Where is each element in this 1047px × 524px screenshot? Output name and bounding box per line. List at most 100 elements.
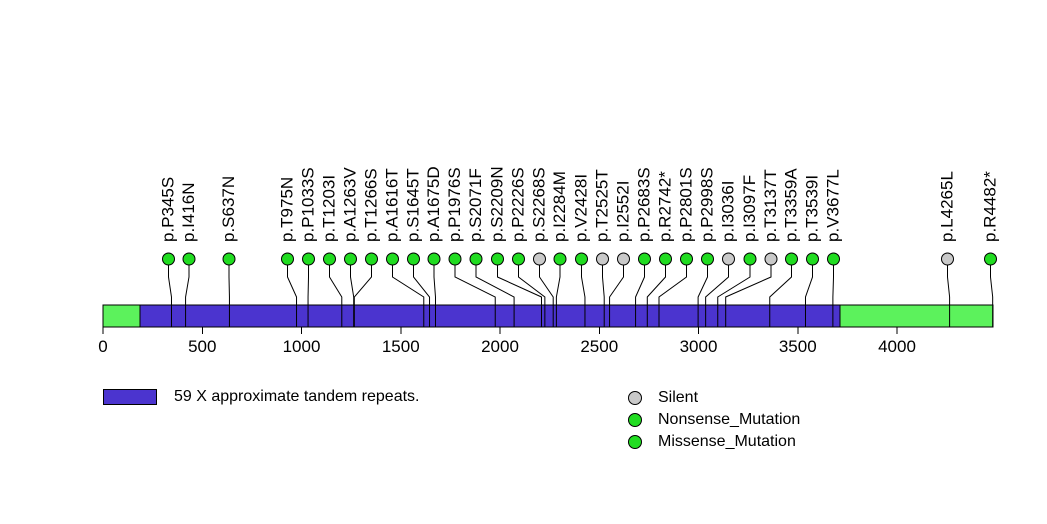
axis-tick-label: 1500 bbox=[382, 337, 420, 356]
mutation-stem bbox=[602, 265, 605, 327]
mutation-stem bbox=[353, 265, 372, 327]
mutation-circle bbox=[182, 252, 196, 266]
mutation-circle bbox=[302, 252, 315, 266]
axis-tick-label: 3000 bbox=[680, 337, 718, 356]
mutation-label: p.P2683S bbox=[635, 167, 654, 242]
mutation-type-legend: Silent Nonsense_Mutation Missense_Mutati… bbox=[628, 387, 800, 453]
mutation-stem bbox=[350, 265, 355, 327]
mutation-circle bbox=[680, 252, 693, 266]
mutation-circle bbox=[407, 252, 420, 266]
mutation-label: p.P2801S bbox=[677, 167, 696, 242]
mutation-label: p.S2209N bbox=[488, 166, 507, 242]
silent-dot-icon bbox=[628, 391, 642, 405]
mutation-circle bbox=[638, 252, 651, 266]
mutation-circle bbox=[448, 252, 462, 266]
mutation-circle bbox=[386, 252, 399, 266]
mutation-label: p.P345S bbox=[159, 177, 178, 242]
mutation-stem bbox=[990, 265, 994, 327]
mutation-label: p.T3539I bbox=[803, 175, 822, 242]
mutation-stem bbox=[725, 265, 772, 327]
mutation-circle bbox=[162, 252, 175, 266]
mutation-circle bbox=[617, 252, 630, 266]
mutation-label: p.T975N bbox=[278, 177, 297, 242]
missense-mutation-dot-icon bbox=[628, 435, 642, 449]
mutation-stem bbox=[392, 265, 425, 327]
mutation-stem bbox=[454, 265, 496, 327]
mutation-circle bbox=[323, 252, 336, 266]
mutation-label: p.A1616T bbox=[383, 168, 402, 242]
mutation-label: p.A1263V bbox=[341, 167, 360, 242]
mutation-label: p.T3137T bbox=[761, 169, 780, 242]
axis-tick-label: 0 bbox=[98, 337, 107, 356]
mutation-circle bbox=[941, 252, 954, 266]
mutation-circle bbox=[701, 252, 714, 266]
mutation-stem bbox=[433, 265, 436, 327]
mutation-circle bbox=[722, 252, 735, 266]
mutation-stem bbox=[697, 265, 708, 327]
mutation-label: p.P1033S bbox=[299, 167, 318, 242]
mutation-label: p.V2428I bbox=[572, 174, 591, 242]
mutation-circle bbox=[743, 252, 757, 266]
mutation-circle bbox=[785, 252, 798, 266]
silent-label: Silent bbox=[658, 389, 699, 406]
legend-item-silent: Silent bbox=[628, 387, 800, 409]
tandem-repeat-domain bbox=[139, 304, 841, 328]
mutation-stem bbox=[555, 265, 561, 327]
mutation-stem bbox=[832, 265, 834, 327]
tandem-repeats-label: 59 X approximate tandem repeats. bbox=[174, 388, 420, 405]
legend-item-nonsense-mutation: Nonsense_Mutation bbox=[628, 409, 800, 431]
legend-tandem-repeats: 59 X approximate tandem repeats. bbox=[103, 388, 419, 406]
mutation-label: p.R2742* bbox=[656, 171, 675, 242]
mutation-label: p.S1645T bbox=[404, 168, 423, 242]
axis-tick-label: 2500 bbox=[580, 337, 618, 356]
mutation-circle bbox=[491, 252, 504, 266]
mutation-circle bbox=[512, 252, 525, 266]
mutation-stem bbox=[658, 265, 687, 327]
mutation-label: p.S2071F bbox=[466, 168, 485, 242]
mutation-label: p.T1266S bbox=[362, 168, 381, 242]
mutation-stem bbox=[646, 265, 666, 327]
mutation-label: p.I416N bbox=[179, 182, 198, 242]
mutation-circle bbox=[659, 252, 672, 266]
mutation-stem bbox=[539, 265, 554, 327]
mutation-stem bbox=[635, 265, 645, 327]
mutation-circle bbox=[344, 252, 357, 266]
mutation-label: p.S637N bbox=[219, 176, 238, 242]
legend-item-missense-mutation: Missense_Mutation bbox=[628, 431, 800, 453]
axis-tick-label: 4000 bbox=[878, 337, 916, 356]
mutation-circle bbox=[281, 252, 294, 266]
mutation-label: p.I3097F bbox=[740, 175, 759, 242]
mutation-circle bbox=[764, 252, 778, 266]
mutation-stem bbox=[518, 265, 546, 327]
mutation-label: p.S2268S bbox=[530, 167, 549, 242]
mutation-circle bbox=[222, 252, 236, 266]
mutation-label: p.I2552I bbox=[614, 181, 633, 242]
mutation-circle bbox=[596, 252, 609, 266]
mutation-stem bbox=[497, 265, 542, 327]
axis-tick-label: 2000 bbox=[481, 337, 519, 356]
mutation-label: p.T3359A bbox=[782, 168, 801, 242]
mutation-circle bbox=[575, 252, 588, 266]
mutation-circle bbox=[365, 252, 378, 266]
mutation-stem bbox=[168, 265, 172, 327]
missense-mutation-label: Missense_Mutation bbox=[658, 433, 796, 450]
mutation-stem bbox=[475, 265, 515, 327]
mutation-stem bbox=[705, 265, 729, 327]
axis-tick-label: 1000 bbox=[283, 337, 321, 356]
nonsense-mutation-dot-icon bbox=[628, 413, 642, 427]
mutation-label: p.P2998S bbox=[698, 167, 717, 242]
mutation-circle bbox=[533, 252, 546, 266]
mutation-stem bbox=[287, 265, 298, 327]
mutation-label: p.T1203I bbox=[320, 175, 339, 242]
mutation-circle bbox=[827, 252, 840, 266]
mutation-stem bbox=[769, 265, 792, 327]
axis-tick-label: 3500 bbox=[779, 337, 817, 356]
mutation-label: p.A1675D bbox=[424, 166, 443, 242]
mutation-stem bbox=[581, 265, 586, 327]
mutation-circle bbox=[469, 252, 483, 266]
mutation-stem bbox=[947, 265, 951, 327]
mutation-label: p.P2226S bbox=[509, 167, 528, 242]
mutation-label: p.I2284M bbox=[550, 171, 569, 242]
